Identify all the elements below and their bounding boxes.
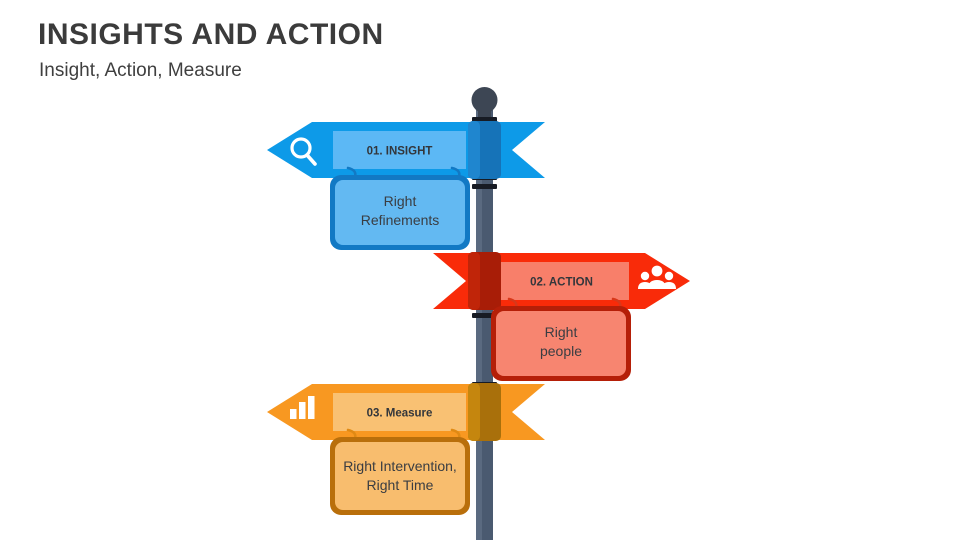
action-pole-sleeve (468, 252, 501, 310)
measure-sign-panel (333, 393, 466, 431)
page-subtitle: Insight, Action, Measure (39, 60, 242, 81)
action-card-line-1: Right (545, 324, 578, 340)
signpost-action[interactable]: 02. ACTION (433, 252, 690, 381)
action-card-line-2: people (540, 343, 582, 359)
action-sign-label: 02. ACTION (530, 277, 593, 289)
measure-pole-sleeve (468, 383, 501, 441)
insight-card-line-1: Right (384, 193, 417, 209)
action-sign-panel (494, 262, 629, 300)
measure-sign-label: 03. Measure (367, 408, 433, 420)
measure-card[interactable]: Right Intervention, Right Time (330, 437, 470, 515)
measure-card-line-1: Right Intervention, (343, 458, 457, 474)
action-card[interactable]: Right people (491, 306, 631, 381)
measure-card-line-2: Right Time (367, 477, 434, 493)
insight-card-line-2: Refinements (361, 212, 440, 228)
insight-pole-sleeve (468, 121, 501, 179)
signpost-insight[interactable]: 01. INSIGHT Right Refinements (267, 121, 545, 250)
insight-sign-label: 01. INSIGHT (367, 146, 433, 158)
insight-card[interactable]: Right Refinements (330, 175, 470, 250)
people-group-icon (638, 265, 676, 289)
insight-sign-panel (333, 131, 466, 169)
search-icon (290, 137, 317, 166)
page-title: INSIGHTS AND ACTION (38, 18, 384, 51)
signpost-measure[interactable]: 03. Measure Right Intervention, (267, 383, 545, 515)
bar-chart-icon (290, 396, 315, 419)
